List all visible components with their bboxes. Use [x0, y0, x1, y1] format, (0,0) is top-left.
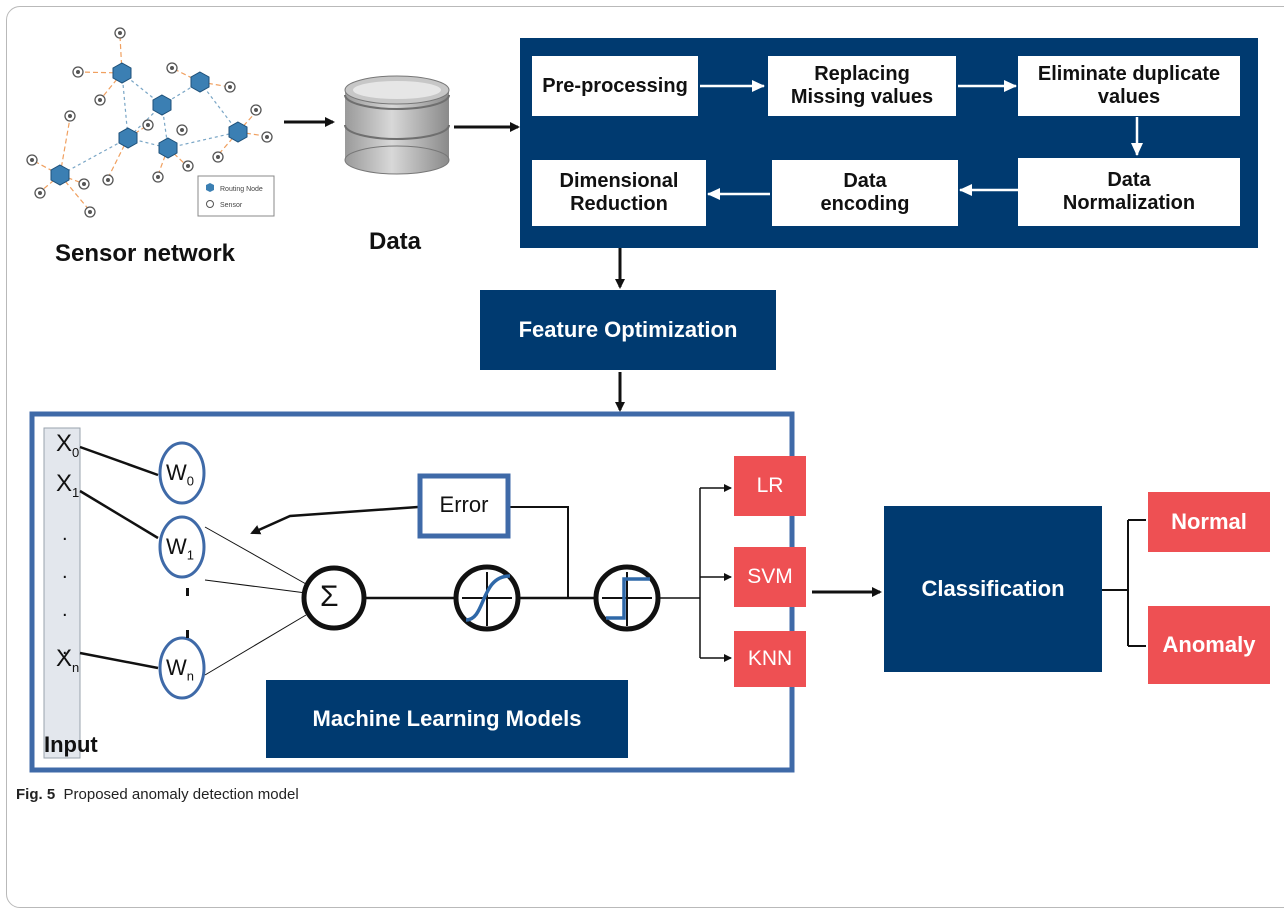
network-legend	[197, 175, 275, 217]
output-normal: Normal	[1148, 492, 1270, 552]
sigmoid-curve	[465, 574, 511, 622]
ml-models-label-box: Machine Learning Models	[266, 680, 628, 758]
dimensional-reduction-box: Dimensional Reduction	[532, 160, 706, 226]
input-x1: X1	[56, 470, 80, 500]
data-encoding-box: Data encoding	[772, 160, 958, 226]
caption-text: Proposed anomaly detection model	[63, 786, 299, 803]
input-x0: X0	[56, 430, 80, 460]
weight-w0-label: W0	[166, 460, 194, 489]
model-svm: SVM	[734, 547, 806, 607]
sensor-network-illustration: Routing Node Sensor	[26, 27, 275, 218]
data-label: Data	[368, 228, 422, 255]
pre-processing-box: Pre-processing	[532, 56, 698, 116]
figure-caption: Fig. 5 Proposed anomaly detection model	[16, 786, 299, 803]
model-lr: LR	[734, 456, 806, 516]
weight-w1-label: W1	[166, 534, 194, 563]
legend-sensor: Sensor	[220, 202, 243, 209]
sum-symbol: Σ	[320, 580, 339, 613]
feature-optimization-box: Feature Optimization	[480, 290, 776, 370]
sensor-network-label: Sensor network	[54, 240, 236, 267]
input-label: Input	[44, 732, 98, 757]
eliminate-duplicate-values-box: Eliminate duplicate values	[1018, 56, 1240, 116]
weight-node-1	[158, 515, 206, 579]
weight-wn-label: Wn	[166, 655, 194, 684]
model-knn: KNN	[734, 631, 806, 687]
classification-box: Classification	[884, 506, 1102, 672]
error-feedback-arrow	[250, 505, 419, 535]
input-ellipsis: ....	[62, 523, 68, 659]
diagram-canvas: Routing Node Sensor	[26, 27, 1258, 773]
input-bar	[43, 427, 81, 759]
input-xn: Xn	[56, 645, 80, 675]
output-anomaly: Anomaly	[1148, 606, 1270, 684]
weight-node-n	[158, 636, 206, 700]
routing-node-icon	[206, 183, 214, 192]
error-label: Error	[439, 492, 489, 517]
sensor-icon	[206, 200, 214, 208]
database-icon	[344, 75, 450, 175]
step-curve	[606, 577, 650, 620]
error-box	[417, 473, 511, 539]
replacing-missing-values-box: Replacing Missing values	[768, 56, 956, 116]
data-normalization-box: Data Normalization	[1018, 158, 1240, 226]
legend-routing-node: Routing Node	[220, 186, 263, 193]
caption-prefix: Fig. 5	[16, 786, 56, 803]
weight-node-0	[158, 441, 206, 505]
